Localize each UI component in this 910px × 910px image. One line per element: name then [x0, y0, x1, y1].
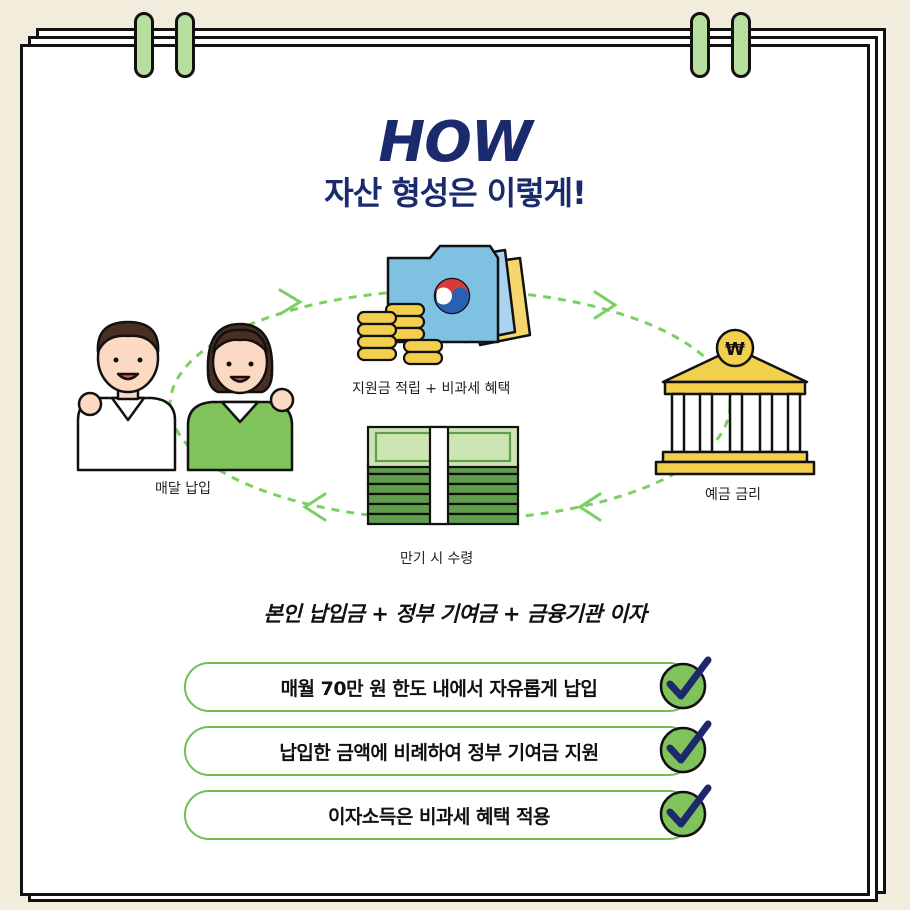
- arrow-icon: [593, 290, 618, 320]
- benefit-text: 이자소득은 비과세 혜택 적용: [327, 805, 551, 828]
- binder-ring: [134, 12, 154, 78]
- people-icon: [76, 320, 295, 472]
- coins-icon: [356, 302, 444, 366]
- arrow-icon: [577, 492, 602, 522]
- label-maturity-payout: 만기 시 수령: [400, 551, 474, 567]
- benefit-item: 이자소득은 비과세 혜택 적용: [184, 790, 694, 840]
- arrow-icon: [302, 492, 327, 522]
- label-deposit-interest: 예금 금리: [705, 487, 761, 503]
- won-symbol: ₩: [725, 339, 745, 360]
- check-icon: [659, 656, 712, 710]
- benefit-text: 납입한 금액에 비례하여 정부 기여금 지원: [279, 741, 599, 764]
- check-icon: [659, 720, 712, 774]
- label-government-support: 지원금 적립 + 비과세 혜택: [352, 381, 511, 397]
- check-icon: [659, 784, 712, 838]
- title-how: HOW: [378, 110, 532, 175]
- binder-ring: [731, 12, 751, 78]
- binder-ring: [690, 12, 710, 78]
- binder-ring: [175, 12, 195, 78]
- cash-stack-icon: [366, 425, 520, 526]
- label-monthly-payment: 매달 납입: [155, 481, 211, 497]
- formula-text: 본인 납입금 + 정부 기여금 + 금융기관 이자: [263, 602, 648, 626]
- benefit-item: 납입한 금액에 비례하여 정부 기여금 지원: [184, 726, 694, 776]
- page-title: 자산 형성은 이렇게!: [324, 174, 586, 212]
- arrow-icon: [278, 288, 303, 316]
- bank-icon: [654, 328, 816, 476]
- benefit-item: 매월 70만 원 한도 내에서 자유롭게 납입: [184, 662, 694, 712]
- benefit-text: 매월 70만 원 한도 내에서 자유롭게 납입: [280, 677, 598, 700]
